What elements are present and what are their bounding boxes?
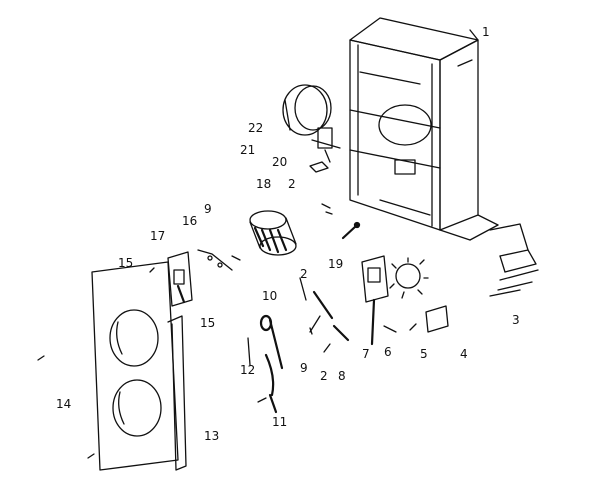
callout-21: 21	[240, 143, 256, 157]
part-11-connector	[257, 353, 278, 414]
callout-2-mid: 2	[300, 267, 308, 281]
callout-8: 8	[338, 369, 346, 383]
callout-2-top: 2	[288, 177, 296, 191]
part-20-clip	[309, 161, 329, 173]
callout-10: 10	[262, 289, 278, 303]
part-3-rail-bracket	[489, 223, 539, 297]
callout-11: 11	[272, 415, 288, 429]
callout-22: 22	[248, 121, 264, 135]
callout-16: 16	[182, 214, 198, 228]
callout-7: 7	[362, 347, 370, 361]
part-13-side-rail	[167, 315, 187, 471]
callout-12: 12	[240, 363, 256, 377]
part-4-cover-plate	[425, 305, 449, 333]
part-10-connector	[259, 314, 284, 370]
callout-14: 14	[56, 397, 72, 411]
misc-hardware-marks	[37, 203, 397, 459]
part-19-screw	[341, 221, 361, 240]
part-18-blower-wheel	[249, 210, 297, 256]
part-1-cabinet	[349, 17, 499, 241]
callout-19: 19	[328, 257, 344, 271]
callout-5: 5	[420, 347, 428, 361]
part-5-clip	[409, 323, 417, 331]
part-7-relay	[361, 255, 389, 346]
callout-3: 3	[512, 313, 520, 327]
callout-13: 13	[204, 429, 220, 443]
part-14-front-panel	[91, 261, 179, 471]
part-12-wire-lead	[247, 337, 251, 366]
callout-9-bottom: 9	[300, 361, 308, 375]
part-6-heating-element	[389, 257, 429, 299]
callout-1: 1	[482, 25, 490, 39]
callout-15-top: 15	[118, 256, 134, 270]
callout-6: 6	[384, 345, 392, 359]
part-21-motor-mount	[311, 127, 341, 163]
part-9-wire-lead	[299, 277, 334, 333]
callout-4: 4	[460, 347, 468, 361]
part-22-scroll-housing	[282, 84, 332, 136]
callout-2-bottom: 2	[320, 369, 328, 383]
callout-18: 18	[256, 177, 272, 191]
callout-17: 17	[150, 229, 166, 243]
callout-20: 20	[272, 155, 288, 169]
part-16-terminal-block	[197, 249, 241, 271]
callout-15-bottom: 15	[200, 316, 216, 330]
part-8-wire-lead	[323, 324, 350, 353]
callout-9-top: 9	[204, 202, 212, 216]
part-17-bracket	[167, 251, 193, 307]
